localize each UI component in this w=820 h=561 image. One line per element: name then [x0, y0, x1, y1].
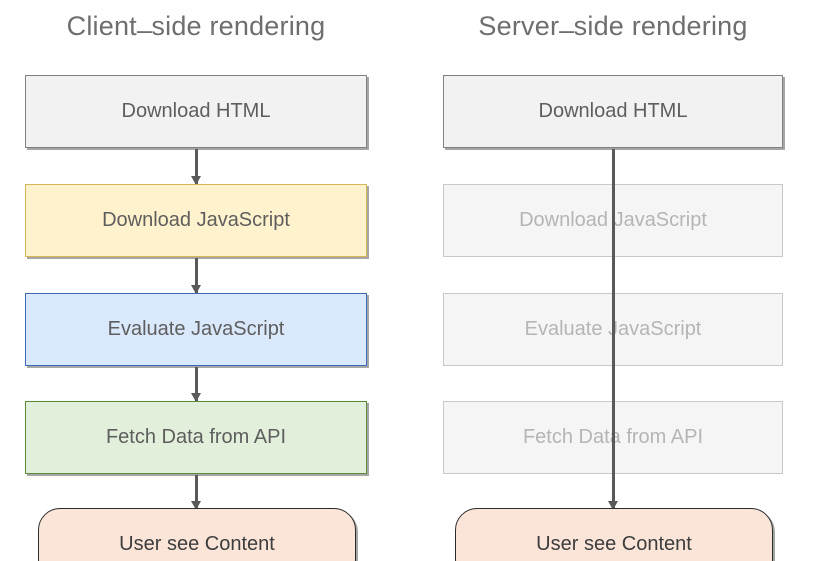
connector-shaft	[195, 475, 198, 509]
column-title-server-suffix: side rendering	[573, 11, 748, 41]
arrowhead-icon	[608, 501, 618, 510]
node-server-user-see-content[interactable]: User see Content	[455, 508, 773, 561]
column-title-client-prefix: Client	[66, 11, 137, 41]
node-label: Download HTML	[121, 100, 271, 122]
column-title-server-side: Server–side rendering	[443, 8, 783, 45]
title-dash-right: –	[559, 15, 574, 45]
connector-shaft	[195, 367, 198, 401]
arrowhead-icon	[191, 393, 201, 402]
column-title-client-suffix: side rendering	[151, 11, 326, 41]
node-client-download-html[interactable]: Download HTML	[25, 75, 367, 148]
node-label: Evaluate JavaScript	[107, 318, 285, 340]
title-dash-left: –	[136, 15, 152, 45]
arrowhead-icon	[191, 285, 201, 294]
column-title-server-prefix: Server	[478, 11, 560, 41]
connector-shaft	[612, 149, 615, 509]
connector-shaft	[195, 149, 198, 184]
node-label: User see Content	[536, 533, 692, 555]
node-label: User see Content	[119, 533, 275, 555]
node-label: Fetch Data from API	[105, 426, 287, 448]
node-client-fetch-data-from-api[interactable]: Fetch Data from API	[25, 401, 367, 474]
node-server-download-html[interactable]: Download HTML	[443, 75, 783, 148]
node-client-evaluate-javascript[interactable]: Evaluate JavaScript	[25, 293, 367, 366]
column-title-client-side: Client–side rendering	[25, 8, 367, 45]
node-client-user-see-content[interactable]: User see Content	[38, 508, 356, 561]
node-label: Download JavaScript	[102, 209, 290, 231]
arrowhead-icon	[191, 501, 201, 510]
node-label: Download HTML	[538, 100, 688, 122]
arrowhead-icon	[191, 176, 201, 185]
connector-shaft	[195, 258, 198, 293]
node-client-download-javascript[interactable]: Download JavaScript	[25, 184, 367, 257]
